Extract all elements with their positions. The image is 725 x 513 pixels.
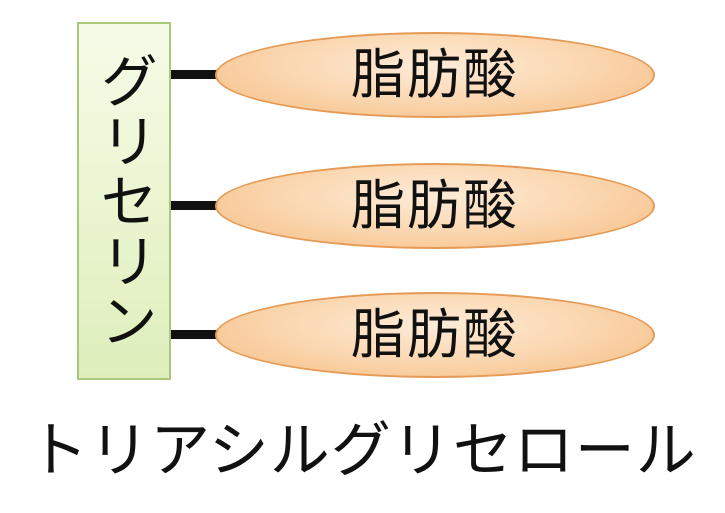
- fatty-acid-1-label: 脂肪酸: [351, 43, 519, 106]
- ester-bond-2: [171, 201, 217, 210]
- fatty-acid-3: 脂肪酸: [215, 292, 655, 378]
- fatty-acid-2-label: 脂肪酸: [351, 174, 519, 237]
- ester-bond-1: [171, 70, 217, 79]
- fatty-acid-2: 脂肪酸: [215, 163, 655, 249]
- ester-bond-3: [171, 330, 217, 339]
- fatty-acid-1: 脂肪酸: [215, 32, 655, 118]
- glycerol-box: グリセリン: [77, 22, 171, 380]
- fatty-acid-3-label: 脂肪酸: [351, 303, 519, 366]
- glycerol-label: グリセリン: [90, 51, 158, 351]
- diagram-caption: トリアシルグリセロール: [28, 416, 697, 486]
